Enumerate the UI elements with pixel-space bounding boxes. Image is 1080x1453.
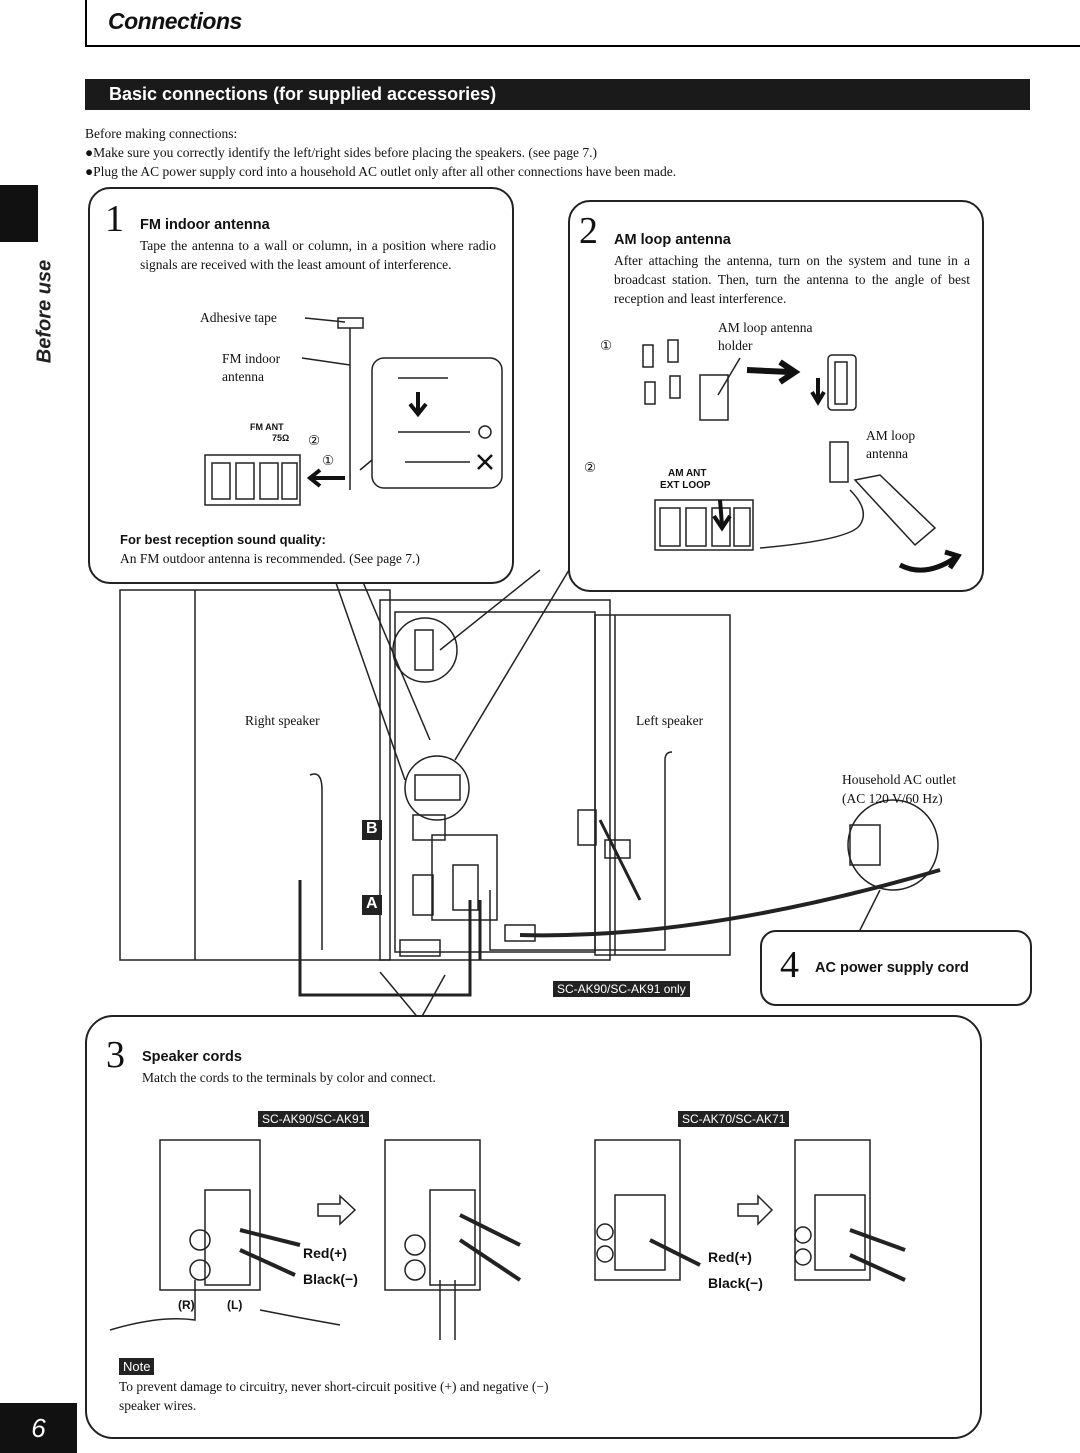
header-vertical-rule <box>85 0 87 46</box>
black-label-left: Black(−) <box>303 1271 358 1287</box>
badge-b: B <box>366 820 378 837</box>
outlet-label: Household AC outlet <box>842 772 956 787</box>
right-channel-label: (R) <box>178 1298 195 1312</box>
step2-title: AM loop antenna <box>614 232 731 248</box>
black-label-right: Black(−) <box>708 1275 763 1291</box>
note-body: To prevent damage to circuitry, never sh… <box>119 1379 549 1413</box>
step3-title: Speaker cords <box>142 1049 242 1065</box>
section-banner: Basic connections (for supplied accessor… <box>85 79 1030 110</box>
step2-body: After attaching the antenna, turn on the… <box>614 253 970 306</box>
page-title: Connections <box>108 8 242 34</box>
step4-number: 4 <box>780 944 799 986</box>
intro-bullet-2: ●Plug the AC power supply cord into a ho… <box>85 164 677 179</box>
step2-panel <box>568 200 984 592</box>
adhesive-tape-label: Adhesive tape <box>200 310 277 325</box>
right-speaker-label: Right speaker <box>245 713 320 728</box>
am-loop-label: AM loop antenna <box>866 428 916 461</box>
step4-title: AC power supply cord <box>815 960 969 976</box>
left-channel-label: (L) <box>227 1298 243 1312</box>
badge-a: A <box>366 895 378 912</box>
note-tag: Note <box>119 1358 155 1375</box>
model-tag-right: SC-AK70/SC-AK71 <box>678 1111 790 1127</box>
tip-body: An FM outdoor antenna is recommended. (S… <box>120 551 420 566</box>
fm-ohm-label: 75Ω <box>272 433 290 443</box>
step1-title: FM indoor antenna <box>140 217 270 233</box>
intro-lead: Before making connections: <box>85 126 238 141</box>
ext-loop-label: EXT LOOP <box>660 480 711 491</box>
step1-callout-2: ② <box>308 433 321 448</box>
side-tab-block <box>0 185 38 242</box>
step1-body: Tape the antenna to a wall or column, in… <box>140 238 496 272</box>
am-ant-label: AM ANT <box>668 468 707 479</box>
step3-number: 3 <box>106 1034 125 1076</box>
step4-panel <box>760 930 1032 1006</box>
am-holder-label: AM loop antenna holder <box>718 320 813 353</box>
fm-antenna-label: FM indoor antenna <box>222 351 281 384</box>
step2-number: 2 <box>579 210 598 252</box>
step2-callout-1: ① <box>600 338 613 353</box>
left-speaker-label: Left speaker <box>636 713 704 728</box>
step1-number: 1 <box>105 198 124 240</box>
outlet-spec-label: (AC 120 V/60 Hz) <box>842 791 943 806</box>
step1-callout-1: ① <box>322 453 335 468</box>
page-number: 6 <box>0 1403 77 1453</box>
only-model-tag: SC-AK90/SC-AK91 only <box>553 981 690 997</box>
step1-panel <box>88 187 514 584</box>
red-label-left: Red(+) <box>303 1245 347 1261</box>
step3-body: Match the cords to the terminals by colo… <box>142 1070 436 1085</box>
step2-callout-2: ② <box>584 460 597 475</box>
tip-title: For best reception sound quality: <box>120 532 326 547</box>
intro-bullet-1: ●Make sure you correctly identify the le… <box>85 145 597 160</box>
header-rule <box>85 45 1080 47</box>
model-tag-left: SC-AK90/SC-AK91 <box>258 1111 370 1127</box>
step3-panel <box>85 1015 982 1439</box>
fm-ant-label: FM ANT <box>250 422 284 432</box>
red-label-right: Red(+) <box>708 1249 752 1265</box>
intro-text: Before making connections: ●Make sure yo… <box>85 124 676 181</box>
